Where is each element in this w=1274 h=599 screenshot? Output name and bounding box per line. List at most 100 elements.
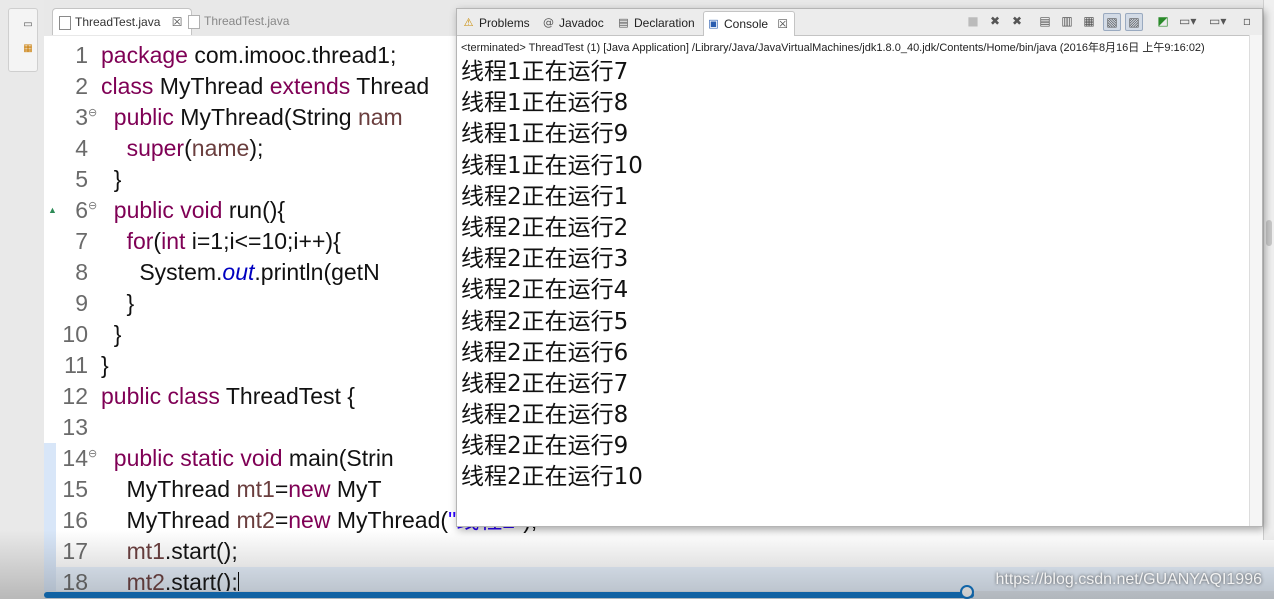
word-wrap-icon[interactable]: ▧ [1103, 13, 1121, 31]
code-text: public MyThread(String nam [113, 104, 403, 130]
fold-icon[interactable]: ⊖ [88, 447, 98, 460]
editor-vertical-scrollbar[interactable] [1263, 0, 1274, 540]
line-number: 4 [75, 135, 88, 161]
tab-label: Declaration [634, 16, 695, 30]
output-line: 线程2正在运行10 [461, 464, 643, 491]
package-explorer-icon[interactable]: ▦ [23, 43, 33, 54]
tab-problems[interactable]: ⚠ Problems [459, 11, 530, 35]
line-number: 5 [75, 166, 88, 192]
line-marker [44, 567, 56, 598]
line-number: 16 [62, 507, 88, 533]
code-text: public void run(){ [113, 197, 286, 223]
code-line: 17 mt1.start(); [44, 536, 1274, 567]
scroll-lock-icon[interactable]: ▤ [1039, 14, 1051, 28]
code-text: for(int i=1;i<=10;i++){ [126, 228, 341, 254]
tab-console[interactable]: ▣ Console ☒ [703, 11, 796, 36]
tab-label: Problems [479, 16, 530, 30]
line-number: 12 [62, 383, 88, 409]
output-line: 线程2正在运行3 [461, 246, 629, 273]
line-marker [44, 505, 56, 536]
line-number: 10 [62, 321, 88, 347]
editor-tab-label: ThreadTest.java [204, 14, 290, 28]
stop-icon[interactable]: ■ [967, 14, 979, 28]
code-text: } [101, 321, 122, 347]
output-line: 线程1正在运行9 [461, 121, 629, 148]
code-text: public static void main(Strin [113, 445, 394, 471]
code-line: 11 } [44, 350, 1274, 381]
code-line: 9 } [44, 288, 1274, 319]
line-number: 6 [75, 197, 88, 223]
line-number: 18 [62, 569, 88, 595]
code-line: 13 [44, 412, 1274, 443]
code-line: 2 class MyThread extends Thread [44, 71, 1274, 102]
code-text: MyThread mt1=new MyT [101, 476, 382, 502]
line-marker [44, 536, 56, 567]
pin-console-icon[interactable]: ▦ [1083, 14, 1095, 28]
editor-tab-threadtest-active[interactable]: ThreadTest.java ☒ [52, 8, 192, 35]
tab-label: Console [724, 17, 769, 31]
editor-tab-label: ThreadTest.java [75, 15, 161, 29]
display-console-icon[interactable]: ▨ [1125, 13, 1143, 31]
new-console-icon[interactable]: ▭▾ [1179, 14, 1197, 28]
tab-declaration[interactable]: ▤ Declaration [614, 11, 695, 35]
code-line: 15 MyThread mt1=new MyT [44, 474, 1274, 505]
remove-launch-icon[interactable]: ✖ [989, 14, 1001, 28]
output-line: 线程2正在运行1 [461, 183, 629, 210]
output-line: 线程2正在运行4 [461, 277, 629, 304]
console-icon: ▣ [708, 17, 719, 30]
view-menu-icon[interactable]: ▭▾ [1209, 14, 1227, 28]
horizontal-scrollbar[interactable] [44, 585, 1274, 599]
code-text: mt1.start(); [126, 538, 238, 564]
console-vertical-scrollbar[interactable] [1249, 35, 1262, 526]
tab-label: Javadoc [559, 16, 604, 30]
code-line: 10 } [44, 319, 1274, 350]
watermark: https://blog.csdn.net/GUANYAQI1996 [995, 571, 1262, 588]
close-icon[interactable]: ☒ [171, 15, 183, 29]
remove-all-icon[interactable]: ✖ [1011, 14, 1023, 28]
problems-icon: ⚠ [463, 16, 474, 29]
output-line: 线程1正在运行7 [461, 59, 629, 85]
line-number: 17 [62, 538, 88, 564]
line-number: 8 [75, 259, 88, 285]
line-number: 1 [75, 42, 88, 68]
code-text: System.out.println(getN [101, 259, 380, 285]
code-line: 5 } [44, 164, 1274, 195]
open-console-icon[interactable]: ◩ [1157, 14, 1169, 28]
line-number: 2 [75, 73, 88, 99]
show-on-output-icon[interactable]: ▥ [1061, 14, 1073, 28]
restore-icon[interactable]: ▭ [23, 19, 33, 30]
console-status-line: <terminated> ThreadTest (1) [Java Applic… [461, 42, 1205, 54]
code-text: } [101, 166, 122, 192]
tab-javadoc[interactable]: @ Javadoc [539, 11, 604, 35]
console-output[interactable]: 线程1正在运行7 线程1正在运行8 线程1正在运行9 线程1正在运行10 线程2… [461, 57, 1241, 494]
line-number: 15 [62, 476, 88, 502]
fold-icon[interactable]: ⊖ [88, 106, 98, 119]
override-marker-icon[interactable]: ▲ [48, 205, 57, 215]
code-text: package com.imooc.thread1; [101, 42, 397, 68]
fold-icon[interactable]: ⊖ [88, 199, 98, 212]
line-marker [44, 474, 56, 505]
output-line: 线程2正在运行8 [461, 402, 629, 429]
code-text: super(name); [126, 135, 264, 161]
code-text: } [101, 352, 109, 378]
scroll-thumb[interactable] [1266, 220, 1272, 246]
code-line: 8 System.out.println(getN [44, 257, 1274, 288]
line-number: 14 [62, 445, 88, 471]
line-number: 9 [75, 290, 88, 316]
seek-knob[interactable] [960, 585, 974, 599]
output-line: 线程1正在运行10 [461, 152, 643, 179]
output-line: 线程2正在运行7 [461, 370, 629, 397]
line-number: 13 [62, 414, 88, 440]
editor-tab-threadtest[interactable]: ThreadTest.java [182, 8, 297, 34]
close-icon[interactable]: ☒ [777, 17, 789, 31]
output-line: 线程2正在运行9 [461, 433, 629, 460]
code-line: 4 super(name); [44, 133, 1274, 164]
line-number: 11 [64, 352, 88, 378]
output-line: 线程2正在运行5 [461, 308, 629, 335]
line-marker [44, 443, 56, 474]
code-text: public class ThreadTest { [101, 383, 355, 409]
minimize-icon[interactable]: ▫ [1242, 14, 1252, 28]
line-number: 7 [75, 228, 88, 254]
scroll-thumb[interactable] [44, 592, 974, 598]
code-line: 7 for(int i=1;i<=10;i++){ [44, 226, 1274, 257]
